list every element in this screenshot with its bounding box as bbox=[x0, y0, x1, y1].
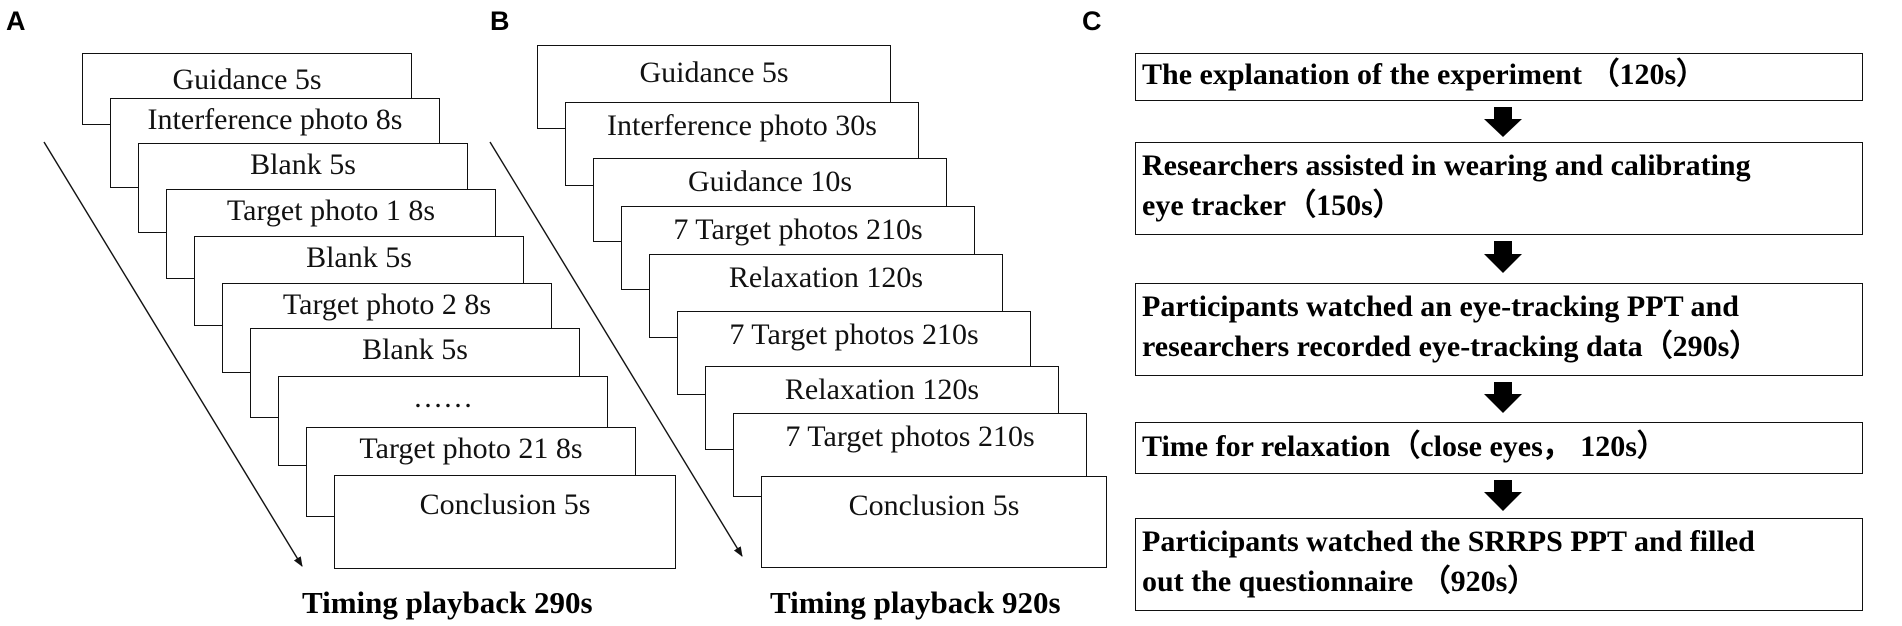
down-arrow-icon bbox=[1484, 480, 1522, 511]
timeline-arrow-a bbox=[43, 141, 303, 567]
down-arrow-icon bbox=[1484, 241, 1522, 273]
panel-a-label: A bbox=[6, 6, 26, 36]
panel-c-step-1: The explanation of the experiment （120s） bbox=[1135, 53, 1863, 101]
panel-b-step-9: Conclusion 5s bbox=[761, 476, 1107, 568]
panel-c-label: C bbox=[1082, 6, 1102, 36]
panel-c-step-3: Participants watched an eye-tracking PPT… bbox=[1135, 283, 1863, 376]
down-arrow-icon bbox=[1484, 382, 1522, 413]
panel-b-caption: Timing playback 920s bbox=[770, 585, 1061, 620]
timeline-arrow-b bbox=[489, 141, 743, 557]
panel-a-caption: Timing playback 290s bbox=[302, 585, 593, 620]
panel-c-step-2: Researchers assisted in wearing and cali… bbox=[1135, 142, 1863, 235]
down-arrow-icon bbox=[1484, 107, 1522, 137]
panel-c-step-4: Time for relaxation（close eyes， 120s） bbox=[1135, 422, 1863, 474]
panel-a-step-10: Conclusion 5s bbox=[334, 475, 676, 569]
panel-c-step-5: Participants watched the SRRPS PPT and f… bbox=[1135, 518, 1863, 611]
panel-b-label: B bbox=[490, 6, 510, 36]
